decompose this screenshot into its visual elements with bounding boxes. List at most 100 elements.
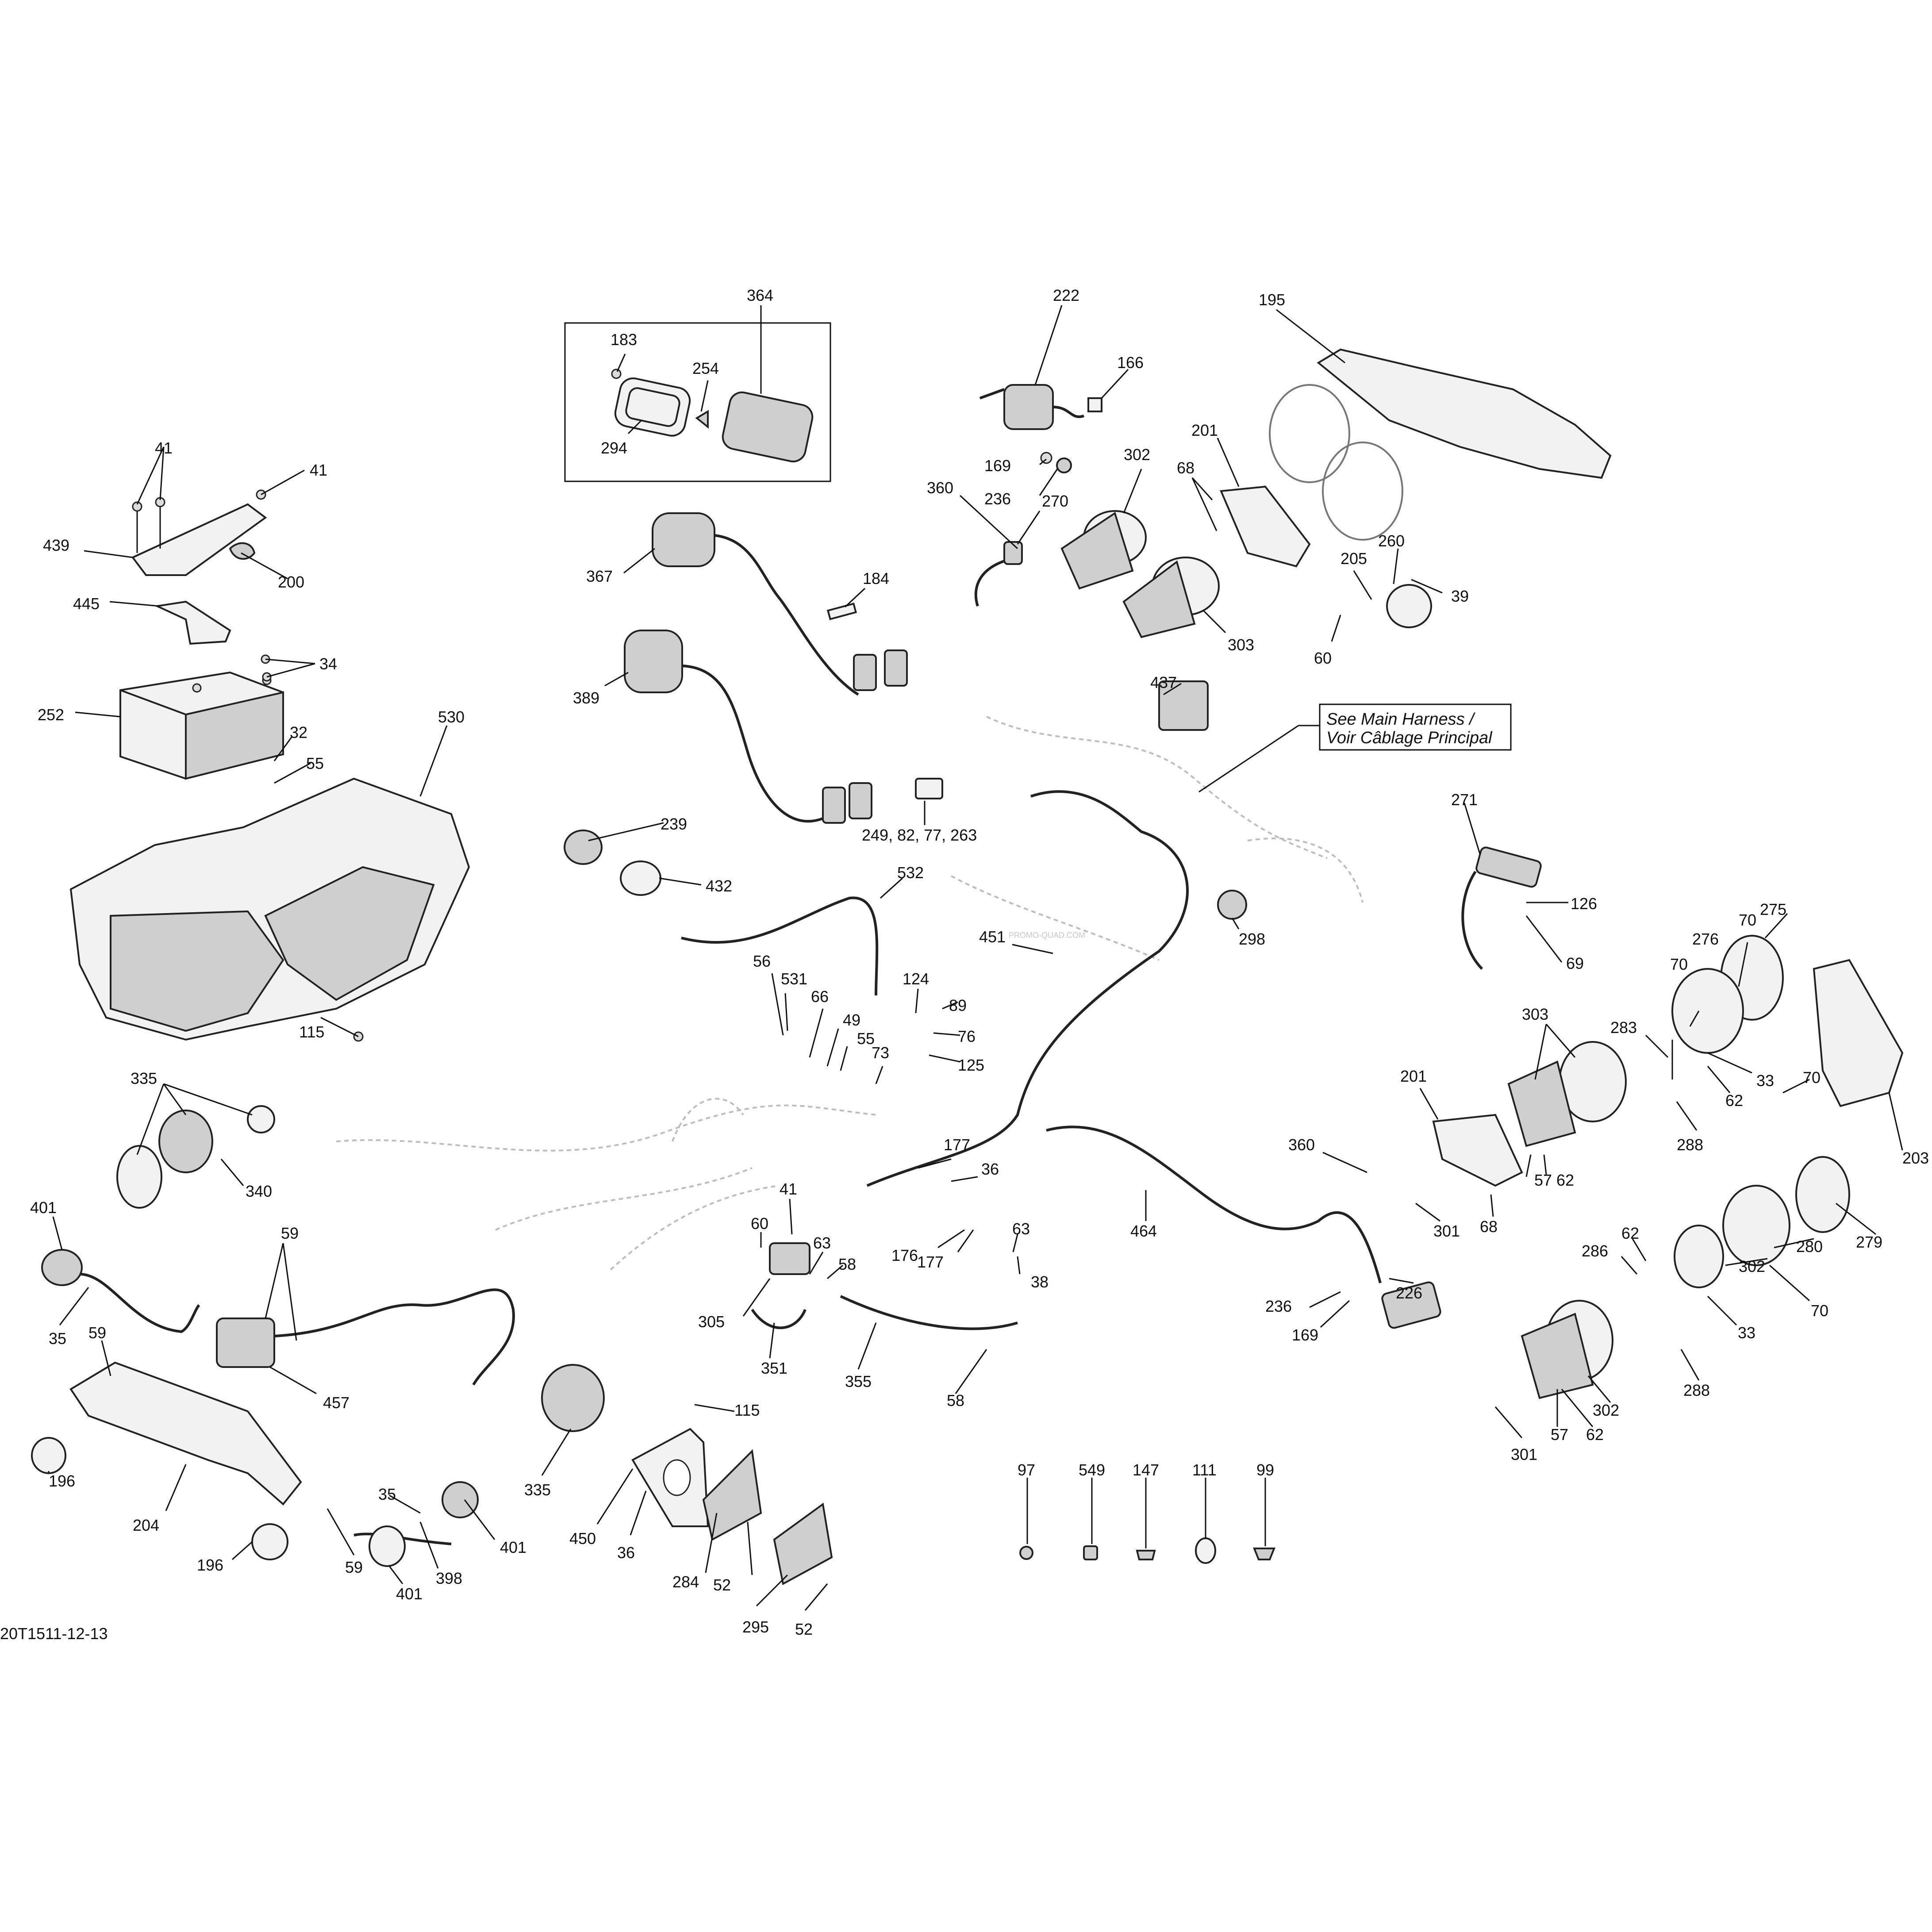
harness-451 [866,790,1189,1187]
battery-strap-445 [154,600,231,645]
part-label: 68 [1480,1218,1498,1236]
part-label: 275 [1760,900,1786,918]
part-label: 124 [903,970,929,988]
part-label: 549 [1079,1461,1105,1479]
part-label: 169 [1292,1326,1318,1344]
part-label: 52 [713,1576,731,1594]
part-label: 367 [586,567,613,585]
part-label: 401 [500,1538,526,1556]
part-label: 176 [891,1246,918,1264]
part-label: 295 [742,1618,769,1636]
part-label: 183 [611,330,637,349]
part-label: 195 [1259,291,1285,309]
part-label: 531 [781,970,807,988]
part-label: 351 [761,1359,787,1377]
part-label: 57 [1534,1171,1552,1189]
switch-367 [652,512,908,696]
part-label: 451 [979,928,1006,946]
part-label: 89 [949,996,967,1014]
gasket-201-upper [1220,485,1311,568]
part-label: 457 [323,1394,350,1412]
part-label: 279 [1856,1233,1882,1251]
part-label: 398 [436,1569,462,1587]
cover-260 [1386,584,1432,628]
part-label: 62 [1725,1091,1743,1110]
battery-bracket-439 [131,489,267,576]
clips-row [1019,1537,1275,1564]
part-label: 205 [1340,549,1367,568]
part-label: 36 [617,1544,635,1562]
part-label: 55 [306,754,324,772]
part-label: 532 [897,864,924,882]
part-label: 59 [345,1558,363,1576]
part-label: 301 [1433,1222,1460,1240]
part-label: 60 [1314,649,1332,667]
part-label: 60 [751,1214,768,1233]
part-label: 169 [984,457,1011,475]
headlight-335-upper [116,1105,275,1209]
light-401-lower [353,1481,479,1567]
switch-389 [624,630,943,824]
part-label: 203 [1902,1149,1929,1167]
part-label: 249, 82, 77, 263 [862,826,977,844]
part-label: 305 [698,1313,725,1331]
note-line-1: See Main Harness / [1326,710,1475,729]
relay-437 [1158,680,1209,731]
throttle-body-302-upper [1060,510,1147,590]
part-label: 70 [1670,955,1688,973]
part-label: 303 [1228,636,1254,654]
part-label: 283 [1610,1018,1637,1037]
part-label: 439 [43,536,69,554]
part-label: 184 [863,569,889,588]
ignition-coil-222 [979,384,1102,473]
part-label: 222 [1053,286,1079,304]
dash-panel-195 [1317,348,1612,479]
part-label: 464 [1130,1222,1157,1240]
part-label: 196 [49,1472,75,1490]
main-harness-note: See Main Harness / Voir Câblage Principa… [1319,703,1512,751]
part-label: 360 [1288,1136,1315,1154]
adapter-rings-upper [1269,384,1403,541]
cable-532 [681,896,879,996]
part-label: 301 [1511,1445,1537,1463]
part-label: 41 [780,1180,797,1198]
part-label: 49 [843,1011,860,1029]
part-label: 298 [1239,930,1265,948]
part-label: 147 [1133,1461,1159,1479]
battery-252 [119,654,284,780]
kit-364-parts [611,369,814,463]
main-harness-ghost [336,716,1364,1271]
part-label: 450 [569,1529,596,1548]
part-label: 335 [131,1069,157,1087]
part-label: 530 [438,708,465,726]
part-label: 294 [601,439,627,457]
part-label: 360 [927,479,953,497]
module-226 [1381,1281,1441,1329]
reflector-196-right [251,1523,288,1560]
part-label: 276 [1692,930,1719,948]
part-label: 38 [1031,1273,1049,1291]
part-label: 196 [197,1556,223,1574]
diagram-code: 20T1511-12-13 [0,1625,108,1643]
bracket-204 [69,1361,302,1506]
part-label: 41 [310,461,327,479]
part-label: 177 [944,1136,970,1154]
part-label: 200 [278,573,304,591]
sensor-298 [1217,890,1247,920]
part-label: 226 [1396,1284,1422,1302]
part-label: 36 [981,1160,999,1178]
tail-light-457 [216,1288,515,1386]
part-label: 111 [1192,1461,1217,1479]
part-label: 284 [672,1573,699,1591]
part-label: 302 [1739,1257,1765,1275]
part-label: 355 [845,1372,872,1390]
part-label: 99 [1256,1461,1274,1479]
part-label: 34 [319,655,337,673]
part-label: 201 [1191,421,1218,439]
part-label: 201 [1400,1067,1427,1085]
part-label: 55 [857,1029,875,1048]
part-label: 57 [1551,1425,1568,1444]
part-label: 39 [1451,587,1469,605]
part-label: 33 [1756,1072,1774,1090]
part-label: 35 [378,1485,396,1503]
